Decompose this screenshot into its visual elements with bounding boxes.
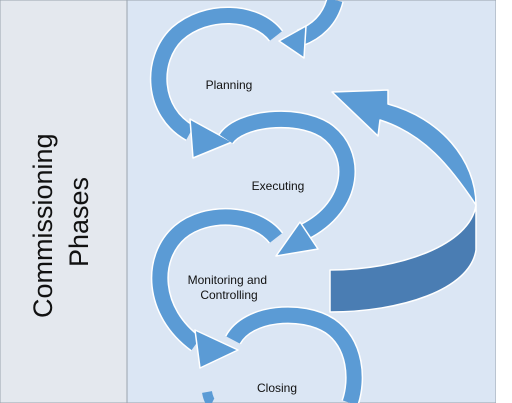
phase-label-monitoring-line-2: Controlling bbox=[200, 288, 257, 302]
phase-label-monitoring-line-1: Monitoring and bbox=[188, 273, 267, 287]
right-margin bbox=[496, 0, 512, 403]
phase-label-executing: Executing bbox=[252, 179, 305, 193]
initiating-arc-arrow bbox=[278, 0, 344, 59]
diagram-title-line-2: Phases bbox=[64, 177, 94, 267]
sidebar-panel bbox=[0, 0, 128, 403]
executing-cycle-arrow bbox=[218, 110, 356, 257]
phase-label-executing-line-1: Executing bbox=[252, 179, 305, 193]
diagram-title: Commissioning Phases bbox=[28, 126, 94, 318]
planning-cycle-arrow bbox=[149, 6, 284, 159]
phase-label-planning: Planning bbox=[206, 78, 253, 92]
phase-label-closing: Closing bbox=[257, 381, 297, 395]
phase-label-monitoring: Monitoring and Controlling bbox=[188, 273, 271, 302]
diagram-title-line-1: Commissioning bbox=[28, 133, 58, 318]
phase-label-planning-line-1: Planning bbox=[206, 78, 253, 92]
phase-label-closing-line-1: Closing bbox=[257, 381, 297, 395]
monitoring-cycle-arrow bbox=[150, 207, 284, 369]
feedback-arrow bbox=[329, 89, 477, 313]
